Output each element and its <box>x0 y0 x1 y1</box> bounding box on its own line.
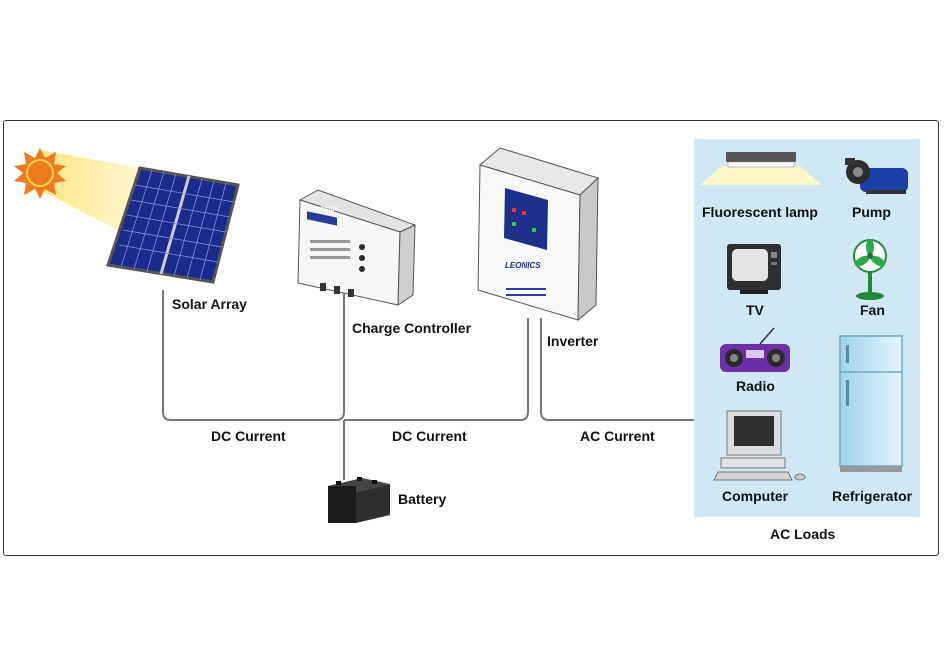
refrigerator-icon <box>839 335 903 472</box>
solar-array-label: Solar Array <box>172 296 247 312</box>
inverter-brand: LEONICS <box>505 261 541 270</box>
charge-controller-label: Charge Controller <box>352 320 472 336</box>
solar-panel-icon <box>106 166 240 284</box>
dc-current-label-1: DC Current <box>211 428 286 444</box>
ac-loads-label: AC Loads <box>770 526 836 542</box>
dc-current-label-2: DC Current <box>392 428 467 444</box>
controller-brand: LEONICS <box>312 207 339 213</box>
tv-icon <box>727 244 781 294</box>
battery-label: Battery <box>398 491 447 507</box>
battery-icon <box>328 477 390 523</box>
computer-icon <box>713 410 806 481</box>
fluorescent-lamp-label: Fluorescent lamp <box>702 204 818 220</box>
inverter-icon <box>477 147 599 322</box>
sun-icon <box>14 148 66 199</box>
tv-label: TV <box>746 302 764 318</box>
fan-label: Fan <box>860 302 885 318</box>
radio-icon <box>720 327 790 372</box>
dc-wire-inverter <box>344 318 529 421</box>
pump-label: Pump <box>852 204 891 220</box>
ac-current-label: AC Current <box>580 428 655 444</box>
lamp-icon <box>700 152 822 185</box>
radio-label: Radio <box>736 378 775 394</box>
pump-icon <box>845 158 908 194</box>
fan-icon <box>853 239 887 300</box>
ac-wire <box>540 318 694 421</box>
computer-label: Computer <box>722 488 789 504</box>
charge-controller-icon <box>297 189 417 306</box>
inverter-label: Inverter <box>547 333 599 349</box>
refrigerator-label: Refrigerator <box>832 488 913 504</box>
dc-wire-solar <box>162 290 345 421</box>
